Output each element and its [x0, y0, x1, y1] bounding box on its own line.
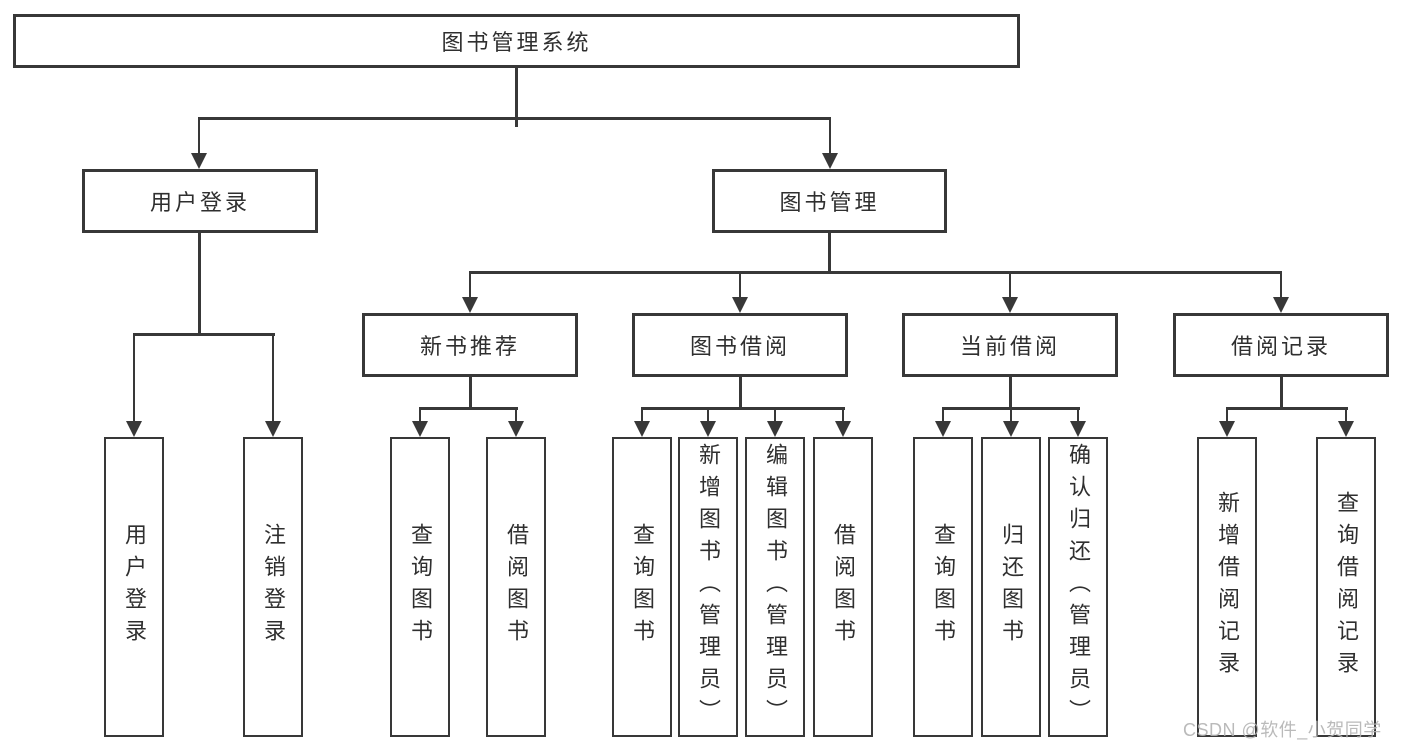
- arrow-into-new-book-recommend: [462, 271, 478, 313]
- connector-records-hline: [1226, 407, 1348, 410]
- arrow-into-leaf-confirm-return: [1070, 407, 1086, 437]
- leaf-return-books: 归还图书: [981, 437, 1041, 737]
- connector-user-login-hline: [133, 333, 275, 336]
- leaf-confirm-return-admin: 确认归还（管理员）: [1048, 437, 1108, 737]
- arrow-into-leaf-logout: [265, 333, 281, 437]
- arrow-into-current-borrowing: [1002, 271, 1018, 313]
- leaf-query-books-borrowing: 查询图书: [612, 437, 672, 737]
- arrow-into-user-login: [191, 117, 207, 169]
- leaf-add-books-admin: 新增图书（管理员）: [678, 437, 738, 737]
- node-library-management-system: 图书管理系统: [13, 14, 1020, 68]
- connector-borrowing-hline: [641, 407, 845, 410]
- connector-user-login-stub: [198, 233, 201, 335]
- arrow-into-leaf-borrow-books-recommend: [508, 407, 524, 437]
- leaf-query-books-recommend: 查询图书: [390, 437, 450, 737]
- leaf-borrow-books-recommend: 借阅图书: [486, 437, 546, 737]
- arrow-into-leaf-query-borrow-record: [1338, 407, 1354, 437]
- node-new-book-recommend: 新书推荐: [362, 313, 578, 377]
- arrow-into-book-borrowing: [732, 271, 748, 313]
- arrow-into-borrowing-records: [1273, 271, 1289, 313]
- leaf-add-borrow-record: 新增借阅记录: [1197, 437, 1257, 737]
- arrow-into-leaf-add-books: [700, 407, 716, 437]
- connector-current-borrowing-stub: [1009, 377, 1012, 409]
- arrow-into-leaf-user-login: [126, 333, 142, 437]
- connector-book-management-stub: [828, 233, 831, 273]
- connector-new-book-recommend-stub: [469, 377, 472, 409]
- csdn-watermark: CSDN @软件_小贺同学: [1183, 720, 1382, 740]
- node-current-borrowing: 当前借阅: [902, 313, 1118, 377]
- leaf-logout: 注销登录: [243, 437, 303, 737]
- leaf-user-login: 用户登录: [104, 437, 164, 737]
- arrow-into-leaf-edit-books: [767, 407, 783, 437]
- arrow-into-leaf-query-books-current: [935, 407, 951, 437]
- node-book-management: 图书管理: [712, 169, 947, 233]
- arrow-into-leaf-add-borrow-record: [1219, 407, 1235, 437]
- connector-recommend-hline: [419, 407, 518, 410]
- connector-root-stub: [515, 68, 518, 127]
- leaf-query-books-current: 查询图书: [913, 437, 973, 737]
- arrow-into-leaf-return-books: [1003, 407, 1019, 437]
- arrow-into-leaf-query-books-borrowing: [634, 407, 650, 437]
- node-book-borrowing: 图书借阅: [632, 313, 848, 377]
- arrow-into-leaf-borrow-books-borrowing: [835, 407, 851, 437]
- connector-level3-hline: [469, 271, 1282, 274]
- leaf-borrow-books-borrowing: 借阅图书: [813, 437, 873, 737]
- arrow-into-leaf-query-books-recommend: [412, 407, 428, 437]
- node-borrowing-records: 借阅记录: [1173, 313, 1389, 377]
- node-user-login: 用户登录: [82, 169, 318, 233]
- leaf-edit-books-admin: 编辑图书（管理员）: [745, 437, 805, 737]
- connector-borrowing-records-stub: [1280, 377, 1283, 409]
- connector-book-borrowing-stub: [739, 377, 742, 409]
- connector-level2-hline: [198, 117, 831, 120]
- leaf-query-borrow-record: 查询借阅记录: [1316, 437, 1376, 737]
- arrow-into-book-management: [822, 117, 838, 169]
